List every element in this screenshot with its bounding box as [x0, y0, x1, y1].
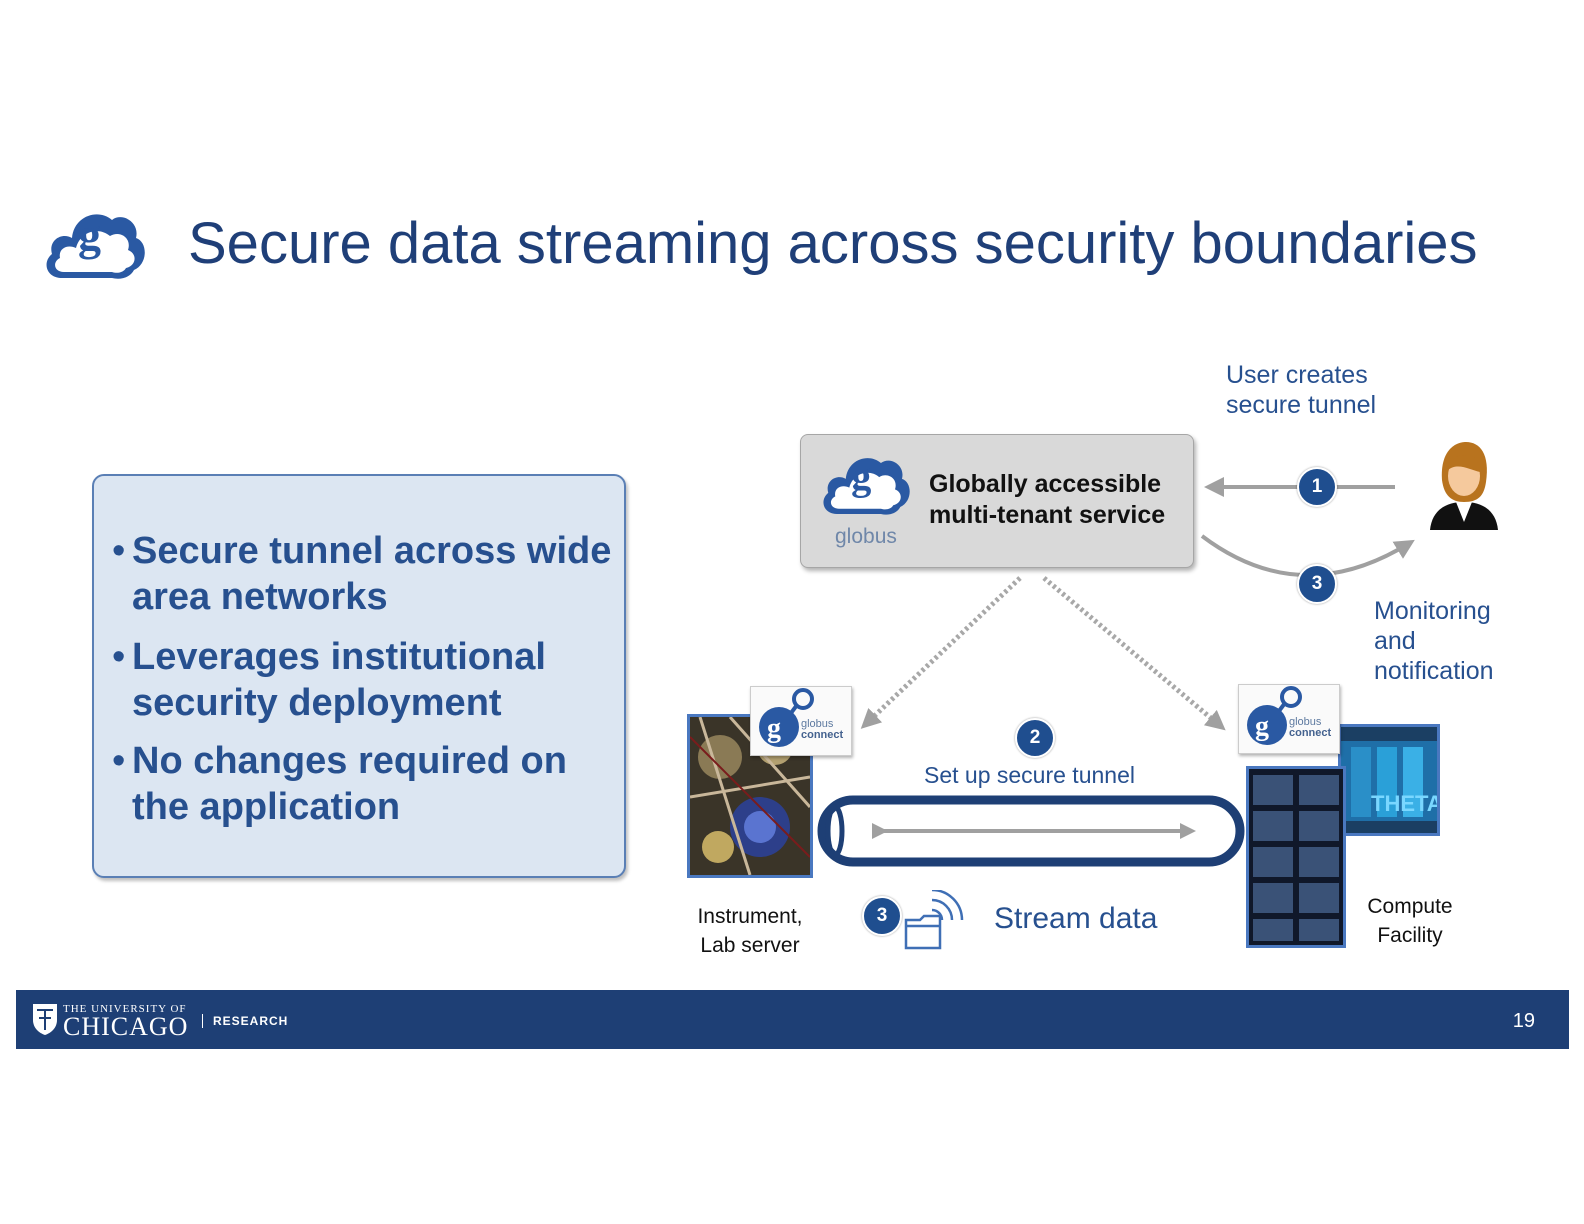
- globus-wordmark: globus: [835, 525, 897, 548]
- bullet-item: No changes required on the application: [112, 738, 632, 830]
- globus-service-box: g globus Globally accessible multi-tenan…: [800, 434, 1194, 568]
- bullet-item: Leverages institutional security deploym…: [112, 634, 632, 726]
- gc-line: connect: [801, 729, 844, 741]
- globus-logo-icon: g: [40, 204, 150, 291]
- globus-connect-label: globus connect: [1289, 717, 1331, 739]
- user-creates-label: User creates secure tunnel: [1226, 360, 1376, 420]
- globus-connect-card-right: g globus connect: [1238, 684, 1340, 754]
- label-line: Facility: [1377, 924, 1443, 947]
- uchicago-small-text: THE UNIVERSITY OF: [63, 1003, 187, 1015]
- service-label-line: Globally accessible: [929, 470, 1162, 498]
- globus-connect-card-left: g globus connect: [750, 686, 852, 756]
- globus-connect-icon: g: [759, 688, 814, 747]
- gc-line: globus: [801, 718, 834, 730]
- service-to-instrument-arrow: [860, 576, 1022, 729]
- user-avatar-icon: [1418, 440, 1510, 537]
- stream-data-icon: [902, 888, 978, 961]
- label-line: Lab server: [700, 934, 800, 957]
- globus-connect-icon: g: [1247, 686, 1302, 745]
- research-label: RESEARCH: [202, 1014, 288, 1028]
- theta-supercomputer-image: THETA: [1338, 724, 1440, 836]
- page-number: 19: [1512, 1010, 1535, 1032]
- service-label-line: multi-tenant service: [929, 501, 1166, 529]
- step-badge-3: 3: [1297, 564, 1337, 604]
- monitoring-label: Monitoring and notification: [1374, 596, 1494, 686]
- gc-line: globus: [1289, 716, 1322, 728]
- slide-title: Secure data streaming across security bo…: [188, 211, 1478, 276]
- label-line: Monitoring: [1374, 597, 1491, 625]
- step-badge-1: 1: [1297, 467, 1337, 507]
- step-badge-3-stream: 3: [862, 896, 902, 936]
- globus-cloud-icon: g: [817, 449, 915, 526]
- compute-label: Compute Facility: [1350, 892, 1470, 950]
- globus-connect-label: globus connect: [801, 719, 843, 741]
- tunnel-label: Set up secure tunnel: [924, 762, 1135, 788]
- step-badge-2: 2: [1015, 718, 1055, 758]
- gc-line: connect: [1289, 727, 1332, 739]
- svg-text:g: g: [1255, 711, 1269, 742]
- label-line: and: [1374, 627, 1416, 655]
- theta-text: THETA: [1371, 791, 1437, 816]
- compute-rack-image: [1246, 766, 1346, 948]
- svg-text:g: g: [851, 453, 871, 498]
- bullet-item: Secure tunnel across wide area networks: [112, 528, 632, 620]
- stream-data-label: Stream data: [994, 902, 1158, 935]
- instrument-label: Instrument, Lab server: [680, 902, 820, 960]
- label-line: secure tunnel: [1226, 391, 1377, 419]
- svg-text:g: g: [767, 713, 781, 744]
- label-line: notification: [1374, 657, 1494, 685]
- bullet-box: Secure tunnel across wide area networks …: [92, 474, 626, 878]
- service-to-compute-arrow: [1042, 576, 1226, 731]
- uchicago-wordmark: CHICAGO: [63, 1012, 189, 1041]
- svg-text:g: g: [78, 209, 101, 260]
- service-label: Globally accessible multi-tenant service: [929, 469, 1165, 531]
- label-line: User creates: [1226, 361, 1368, 389]
- footer-bar: THE UNIVERSITY OF CHICAGO RESEARCH 19: [16, 990, 1569, 1049]
- uchicago-crest-icon: [31, 1002, 59, 1041]
- label-line: Instrument,: [697, 905, 803, 928]
- label-line: Compute: [1367, 895, 1453, 918]
